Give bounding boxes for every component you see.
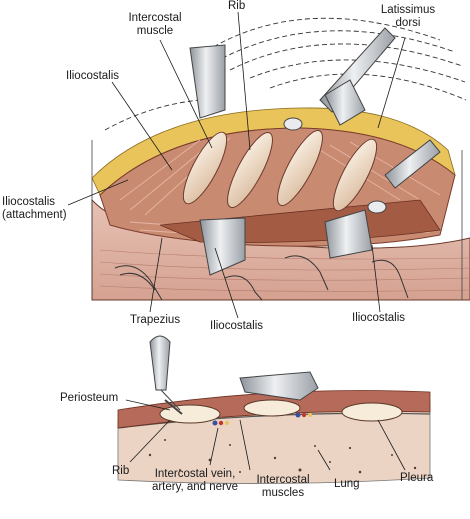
rib-section-1 — [159, 404, 221, 424]
rib-section-3 — [341, 402, 403, 422]
top-operative-view — [67, 11, 470, 319]
retractor-blade-upper-left — [189, 44, 226, 119]
retractor-knob-right — [367, 200, 387, 214]
rib-2 — [227, 131, 273, 209]
label-trapezius: Trapezius — [130, 314, 181, 326]
label-iliocostalis-upper: Iliocostalis — [66, 70, 120, 82]
leader-lines-top — [67, 11, 406, 319]
retractor-handle-right — [384, 139, 441, 189]
label-rib-top: Rib — [228, 0, 246, 12]
label-rib-bottom: Rib — [112, 465, 130, 477]
rib-spreader — [239, 371, 319, 401]
retractor-blade-lower-right — [324, 209, 373, 259]
label-iliocostalis-attachment: Iliocostalis(attachment) — [2, 196, 67, 221]
rib-4 — [332, 138, 378, 212]
label-periosteum: Periosteum — [60, 392, 119, 404]
bottom-cross-section — [117, 335, 431, 484]
leader-lines-bottom — [125, 399, 406, 471]
rib-1 — [182, 131, 228, 205]
rib-3 — [277, 129, 323, 207]
label-pleura: Pleura — [400, 472, 434, 484]
retractor-knob-upper — [283, 117, 303, 131]
retractor-blade-lower-center — [199, 217, 246, 276]
lung-dots — [148, 439, 417, 474]
ribs-top — [182, 129, 378, 212]
retractors-top — [189, 27, 441, 276]
tissue-clamps — [114, 255, 409, 301]
label-lung: Lung — [334, 478, 360, 490]
label-intercostal-vessels: Intercostal vein,artery, and nerve — [151, 468, 239, 493]
label-iliocostalis-bottom-right: Iliocostalis — [352, 312, 406, 324]
retractor-blade-upper-right — [324, 79, 366, 126]
intercostal-vessels — [212, 412, 312, 426]
periosteal-elevator — [149, 335, 183, 415]
rib-section-2 — [243, 399, 301, 417]
label-iliocostalis-bottom-center: Iliocostalis — [210, 320, 264, 332]
